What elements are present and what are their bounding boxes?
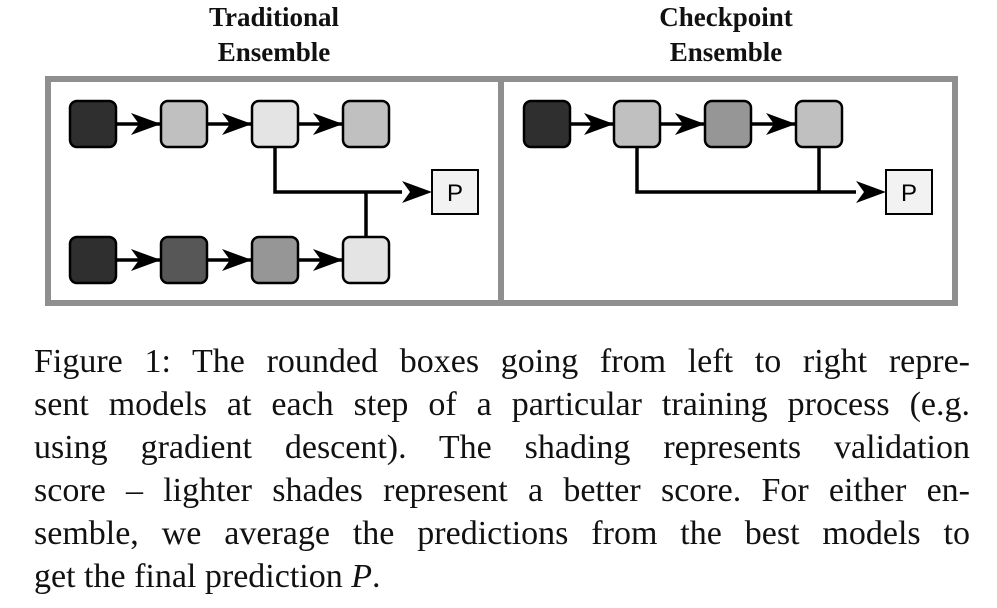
- model-box: [68, 99, 118, 149]
- arrow-head: [675, 113, 705, 135]
- caption-line: sent models at each step of a particular…: [34, 386, 970, 423]
- arrow-head: [131, 113, 161, 135]
- model-box: [250, 99, 300, 149]
- prediction-box: [885, 169, 933, 215]
- model-box: [159, 235, 209, 285]
- ensemble-diagram: P P: [45, 76, 958, 306]
- connector-line: [635, 147, 856, 194]
- arrow-head: [222, 249, 252, 271]
- model-box: [612, 99, 662, 149]
- arrow-head: [402, 181, 432, 203]
- arrow-head: [856, 181, 886, 203]
- caption-variable: P: [351, 558, 373, 595]
- arrow-head: [131, 249, 161, 271]
- model-box: [68, 235, 118, 285]
- model-box: [522, 99, 572, 149]
- caption-text: .: [372, 558, 381, 595]
- arrow-head: [313, 249, 343, 271]
- model-box: [250, 235, 300, 285]
- model-box: [341, 235, 391, 285]
- prediction-label: P: [901, 180, 917, 207]
- checkpoint-chain: [522, 99, 844, 149]
- traditional-prediction-connector: P: [273, 147, 479, 237]
- caption-line: score – lighter shades represent a bette…: [34, 472, 970, 509]
- figure-caption: Figure 1: The rounded boxes going from l…: [34, 340, 970, 598]
- panel-title-checkpoint: Checkpoint Ensemble: [659, 2, 793, 67]
- caption-line-last: get the final prediction P.: [34, 555, 970, 598]
- connector-line: [273, 147, 402, 194]
- arrow-head: [584, 113, 614, 135]
- traditional-top-chain: [68, 99, 391, 149]
- prediction-box: [431, 169, 479, 215]
- caption-line: semble, we average the predictions from …: [34, 515, 970, 552]
- checkpoint-panel-frame: [498, 76, 958, 306]
- model-box: [159, 99, 209, 149]
- model-box: [341, 99, 391, 149]
- model-box: [794, 99, 844, 149]
- caption-text: get the final prediction: [34, 558, 352, 595]
- panel-title-traditional: Traditional Ensemble: [208, 2, 340, 67]
- caption-line: Figure 1: The rounded boxes going from l…: [34, 343, 970, 380]
- prediction-label: P: [447, 180, 463, 207]
- traditional-bottom-chain: [68, 235, 391, 285]
- arrow-head: [313, 113, 343, 135]
- arrow-head: [766, 113, 796, 135]
- model-box: [703, 99, 753, 149]
- arrow-head: [222, 113, 252, 135]
- checkpoint-prediction-connector: P: [635, 147, 933, 215]
- caption-line: using gradient descent). The shading rep…: [34, 429, 970, 466]
